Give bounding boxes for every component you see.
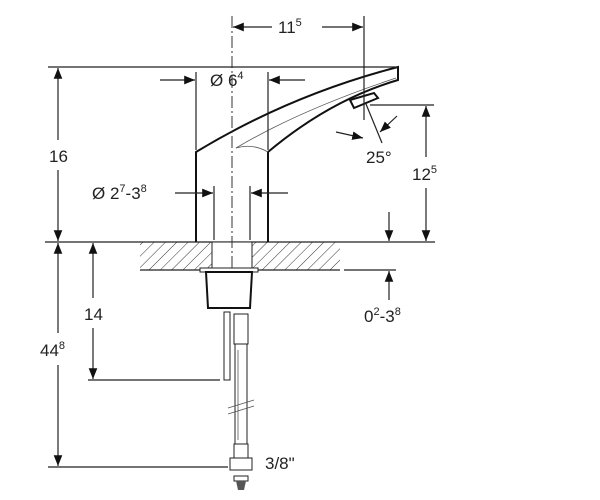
svg-text:Ø 27-38: Ø 27-38 (92, 183, 147, 203)
dim-box-depth: 14 (84, 243, 220, 381)
dim-spout-reach: 115 (233, 16, 365, 120)
mounting-canister (199, 267, 259, 309)
svg-text:02-38: 02-38 (364, 306, 401, 326)
svg-text:448: 448 (40, 340, 65, 360)
supply-hose (223, 311, 255, 490)
dim-outlet-height: 125 (370, 104, 437, 241)
faucet-body (195, 65, 399, 271)
svg-text:16: 16 (49, 147, 68, 166)
dim-head-diameter: Ø 64 (48, 66, 398, 150)
dim-spray-angle: 25° (335, 103, 398, 167)
svg-text:25°: 25° (366, 148, 392, 167)
dim-hose-length: 448 (40, 243, 228, 468)
svg-text:14: 14 (84, 305, 103, 324)
svg-text:115: 115 (278, 17, 302, 37)
svg-text:Ø 64: Ø 64 (210, 70, 244, 90)
dim-total-height: 16 (49, 68, 68, 241)
dim-deck-thickness: 02-38 (364, 212, 401, 326)
dim-body-diameter: Ø 27-38 (92, 183, 288, 240)
connection-size-label: 3/8" (265, 454, 295, 473)
svg-text:125: 125 (412, 164, 437, 184)
